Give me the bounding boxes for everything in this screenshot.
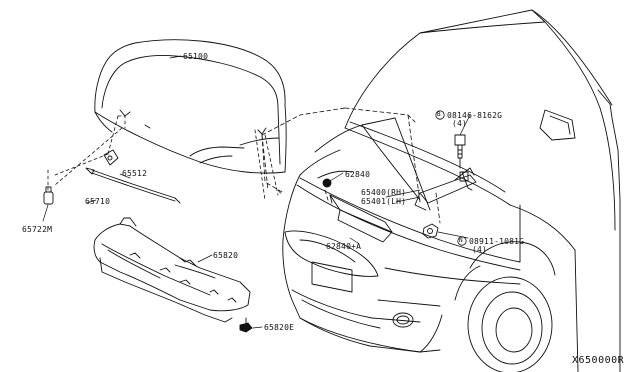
diagram-reference: X650000R — [572, 355, 625, 366]
circled-b-icon: B — [437, 111, 441, 118]
hood-hinge-part — [103, 149, 119, 166]
hood-assembly-lines — [47, 115, 279, 201]
label-65710: 65710 — [85, 197, 111, 206]
grommet-shape — [322, 178, 332, 188]
label-65722M: 65722M — [22, 225, 53, 234]
label-62840A: 62840+A — [326, 242, 362, 251]
hood-bumper — [43, 186, 54, 205]
hood-hinge-assembly — [414, 167, 477, 211]
label-nut-qty: (4) — [472, 245, 488, 254]
label-08146: 08146-8162G — [447, 111, 503, 120]
circled-n-icon: N — [459, 237, 463, 244]
label-65820: 65820 — [213, 251, 239, 260]
label-65400: 65400(RH) — [361, 188, 407, 197]
hood-insulator — [93, 217, 251, 323]
label-bolt-qty: (4) — [452, 119, 468, 128]
hood-panel — [94, 39, 287, 174]
bolt-shape — [454, 134, 466, 169]
label-62840: 62840 — [345, 170, 371, 179]
label-65100: 65100 — [183, 52, 209, 61]
label-65512: 65512 — [122, 169, 148, 178]
hood-stay-rod — [85, 167, 181, 204]
label-65401: 65401(LH) — [361, 197, 407, 206]
label-65820E: 65820E — [264, 323, 295, 332]
nut-shape — [422, 223, 439, 239]
label-08911: 08911-1081G — [469, 237, 525, 246]
insulator-clip — [239, 317, 253, 333]
vehicle-body — [282, 9, 621, 372]
